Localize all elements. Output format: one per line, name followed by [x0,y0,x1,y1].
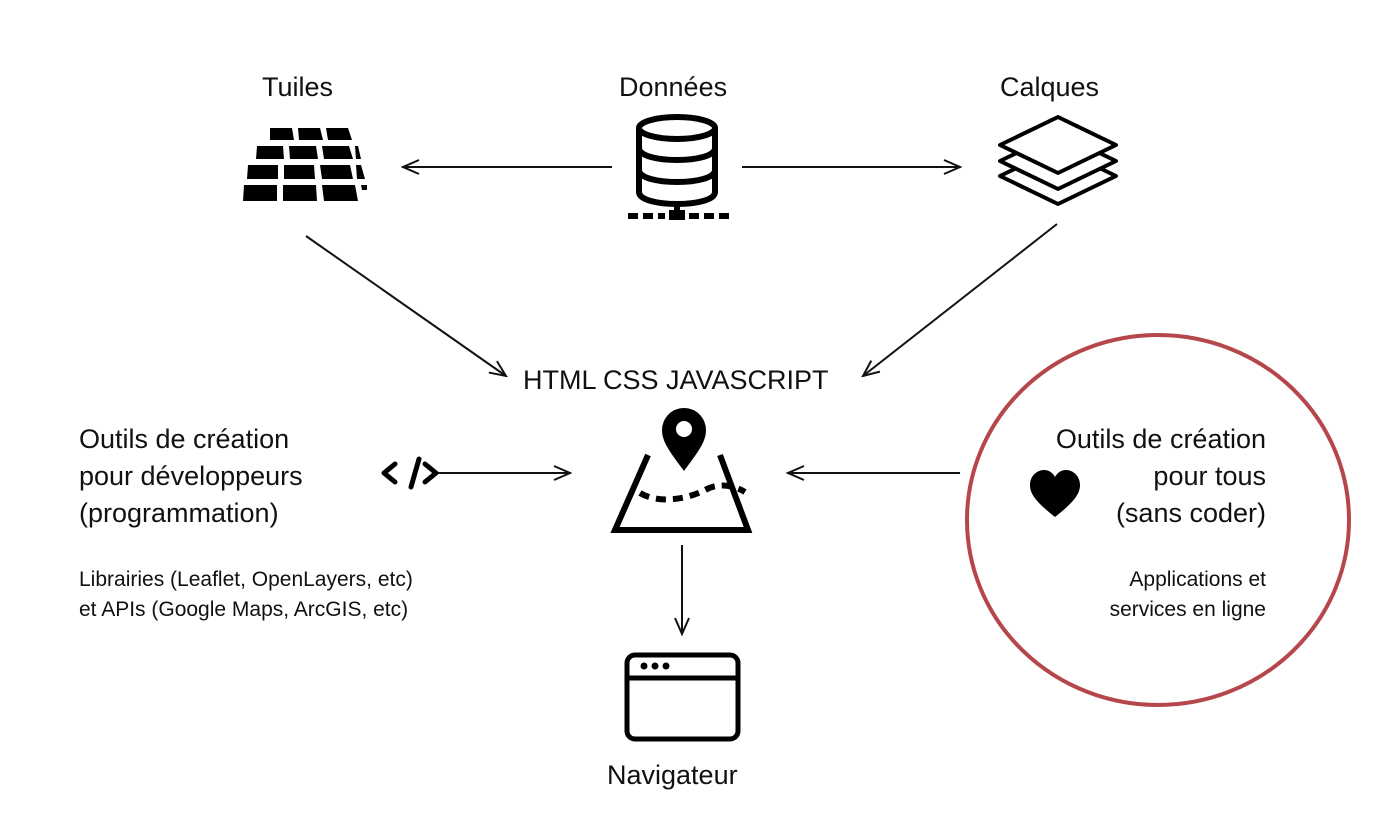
dev-tools-detail-line: et APIs (Google Maps, ArcGIS, etc) [79,598,409,621]
heart-icon [1030,470,1080,517]
dev-tools-detail-line: Librairies (Leaflet, OpenLayers, etc) [79,568,413,591]
data-label: Données [619,72,728,102]
nocode-tools-title-line: Outils de création [1055,424,1266,454]
nocode-tools-title: Outils de création pour tous (sans coder… [1056,421,1266,532]
map-pin-icon [610,408,753,533]
nocode-tools-title-line: (sans coder) [1115,498,1266,528]
dev-tools-title-line: (programmation) [79,498,279,528]
highlight-circle [965,333,1351,707]
code-icon [381,456,439,490]
arrow-layers-to-web [863,223,1058,376]
layers-label: Calques [1000,72,1100,102]
web-tech-label: HTML CSS JAVASCRIPT [523,365,829,395]
nocode-tools-detail-line: services en ligne [1109,598,1266,621]
tiles-label: Tuiles [262,72,334,102]
nocode-tools-detail-line: Applications et [1129,568,1266,591]
database-server-icon [628,114,733,220]
arrow-tiles-to-web [305,235,506,376]
dev-tools-title-line: Outils de création [79,424,290,454]
browser-label: Navigateur [607,760,738,790]
dev-tools-title: Outils de création pour développeurs (pr… [79,421,303,532]
dev-tools-detail: Librairies (Leaflet, OpenLayers, etc) et… [79,565,413,625]
layers-stack-icon [998,115,1118,206]
browser-window-icon [624,652,741,742]
nocode-tools-title-line: pour tous [1153,461,1266,491]
dev-tools-title-line: pour développeurs [79,461,303,491]
tiles-grid-icon [243,128,367,201]
nocode-tools-detail: Applications et services en ligne [1110,565,1266,625]
